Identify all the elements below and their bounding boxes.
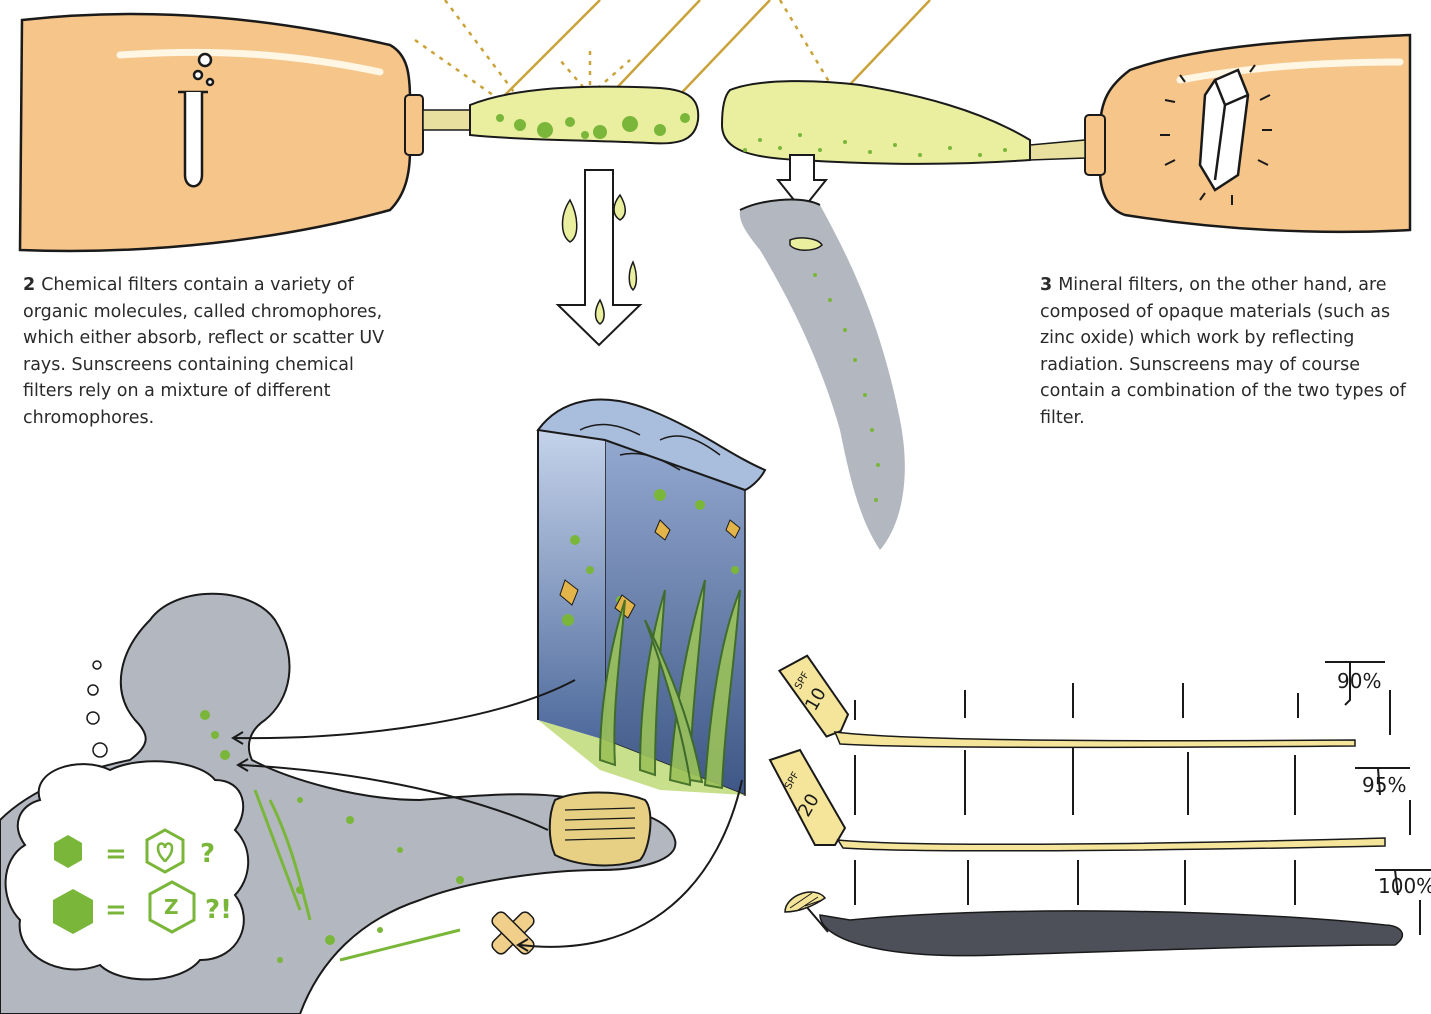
caption-number: 2 [23, 275, 35, 295]
spf-10-tube: SPF 10 [778, 650, 1355, 747]
thought-row2-z: Z [164, 895, 179, 919]
spf-comparison: SPF 10 SPF 20 90% [770, 650, 1431, 955]
thought-row2-equals: = [105, 895, 127, 925]
thought-row1-equals: = [105, 839, 127, 869]
caption-number: 3 [1040, 275, 1052, 295]
percent-90: 90% [1337, 669, 1381, 693]
sunscreen-plate-icon [550, 793, 651, 866]
thought-row2-question: ?! [205, 895, 232, 925]
caption-text: Chemical filters contain a variety of or… [23, 275, 384, 428]
parasol-icon [785, 892, 1402, 956]
down-arrow-chemical-icon [558, 170, 640, 345]
mineral-sunscreen-tube [722, 35, 1410, 232]
percent-100: 100% [1378, 874, 1431, 898]
bandage-icon [490, 910, 537, 957]
percent-95: 95% [1362, 773, 1406, 797]
caption-text: Mineral filters, on the other hand, are … [1040, 275, 1406, 428]
ocean-water-block [538, 400, 765, 795]
thought-row1-question: ? [200, 839, 215, 869]
spf-20-tube: SPF 20 [770, 750, 1385, 851]
reflected-radiation-beam [740, 200, 905, 550]
